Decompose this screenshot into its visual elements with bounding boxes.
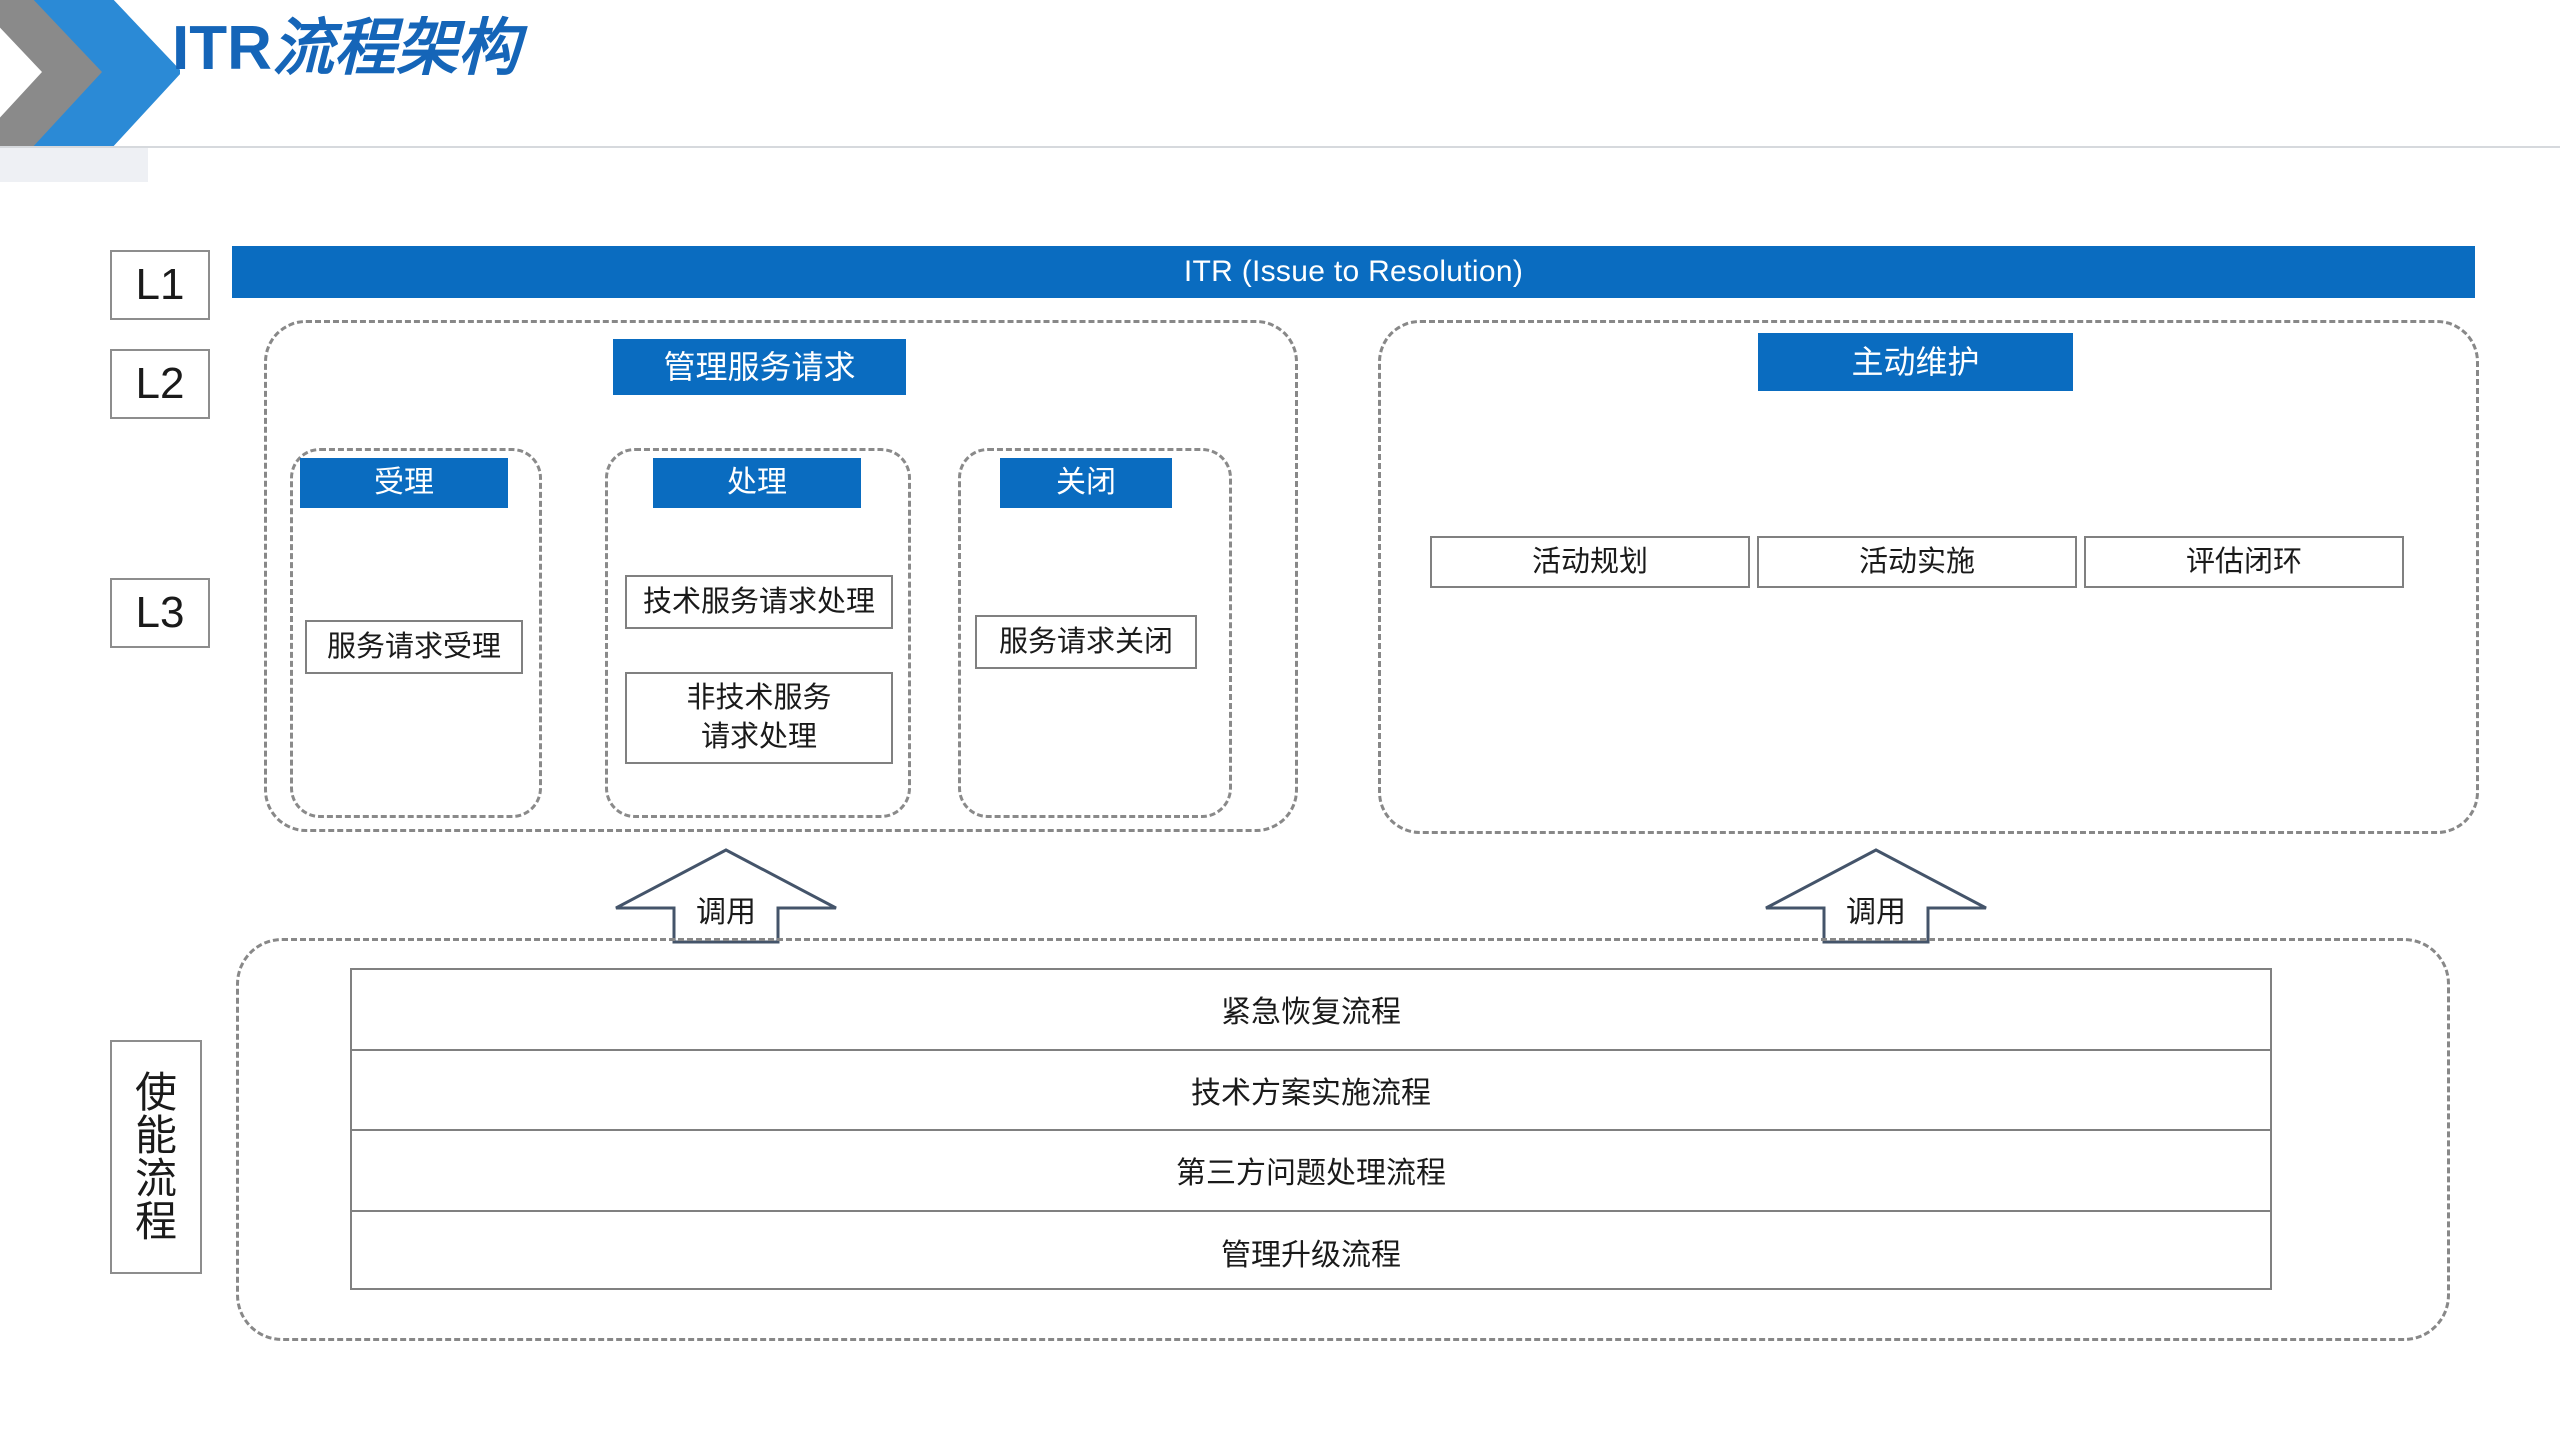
- l2-group-manage-service-request: [264, 320, 1298, 832]
- call-arrow-left: 调用: [612, 846, 840, 946]
- header-corner-block: [0, 148, 148, 182]
- l3-item-activity-execution[interactable]: 活动实施: [1757, 536, 2077, 588]
- page-title-latin: ITR: [172, 14, 272, 83]
- page-title-cjk: 流程架构: [271, 14, 520, 83]
- l3-tag-handle[interactable]: 处理: [653, 458, 861, 508]
- enabling-label-char-1: 使: [134, 1068, 177, 1116]
- page-header: ITR流程架构: [0, 0, 2560, 182]
- enabling-process-row[interactable]: 紧急恢复流程: [352, 970, 2270, 1051]
- enabling-label-char-2: 能: [134, 1111, 177, 1159]
- l3-column-close: [958, 448, 1232, 818]
- l3-item-activity-planning[interactable]: 活动规划: [1430, 536, 1750, 588]
- nontech-line-2: 请求处理: [700, 721, 817, 753]
- nontech-line-1: 非技术服务: [686, 681, 832, 714]
- l2-group-proactive-maintenance: [1378, 320, 2479, 834]
- page-title: ITR流程架构: [172, 18, 520, 80]
- l3-column-accept: [290, 448, 542, 818]
- l1-itr-bar[interactable]: ITR (Issue to Resolution): [232, 246, 2475, 298]
- level-label-enabling-process: 使 能 流 程: [110, 1040, 202, 1274]
- call-arrow-left-label: 调用: [696, 896, 756, 929]
- enabling-process-group: [236, 938, 2450, 1341]
- l3-tag-accept[interactable]: 受理: [300, 458, 508, 508]
- l3-item-service-request-close[interactable]: 服务请求关闭: [975, 615, 1197, 669]
- up-arrow-icon: [1765, 848, 1987, 944]
- l2-tag-manage-service-request[interactable]: 管理服务请求: [613, 339, 906, 395]
- enabling-process-row[interactable]: 第三方问题处理流程: [352, 1131, 2270, 1212]
- enabling-label-char-3: 流: [134, 1155, 177, 1202]
- l3-item-nontechnical-service-request-handling[interactable]: 非技术服务 请求处理: [625, 672, 893, 764]
- enabling-label-char-4: 程: [134, 1198, 177, 1246]
- level-label-l3: L3: [110, 578, 210, 648]
- enabling-process-table: 紧急恢复流程 技术方案实施流程 第三方问题处理流程 管理升级流程: [350, 968, 2272, 1290]
- call-arrow-right-label: 调用: [1846, 896, 1906, 929]
- l3-item-service-request-accept[interactable]: 服务请求受理: [305, 620, 523, 674]
- level-label-l2: L2: [110, 349, 210, 419]
- l3-item-technical-service-request-handling[interactable]: 技术服务请求处理: [625, 575, 893, 629]
- l3-column-handle: [605, 448, 911, 818]
- enabling-process-row[interactable]: 技术方案实施流程: [352, 1051, 2270, 1131]
- double-chevron-icon: [0, 0, 182, 154]
- l2-tag-proactive-maintenance[interactable]: 主动维护: [1758, 333, 2073, 391]
- header-divider: [0, 146, 2560, 148]
- up-arrow-icon: [615, 848, 837, 944]
- level-label-l1: L1: [110, 250, 210, 320]
- l3-tag-close[interactable]: 关闭: [1000, 458, 1172, 508]
- enabling-process-row[interactable]: 管理升级流程: [1221, 1238, 1401, 1272]
- l3-item-evaluation-closed-loop[interactable]: 评估闭环: [2084, 536, 2404, 588]
- call-arrow-right: 调用: [1762, 846, 1990, 946]
